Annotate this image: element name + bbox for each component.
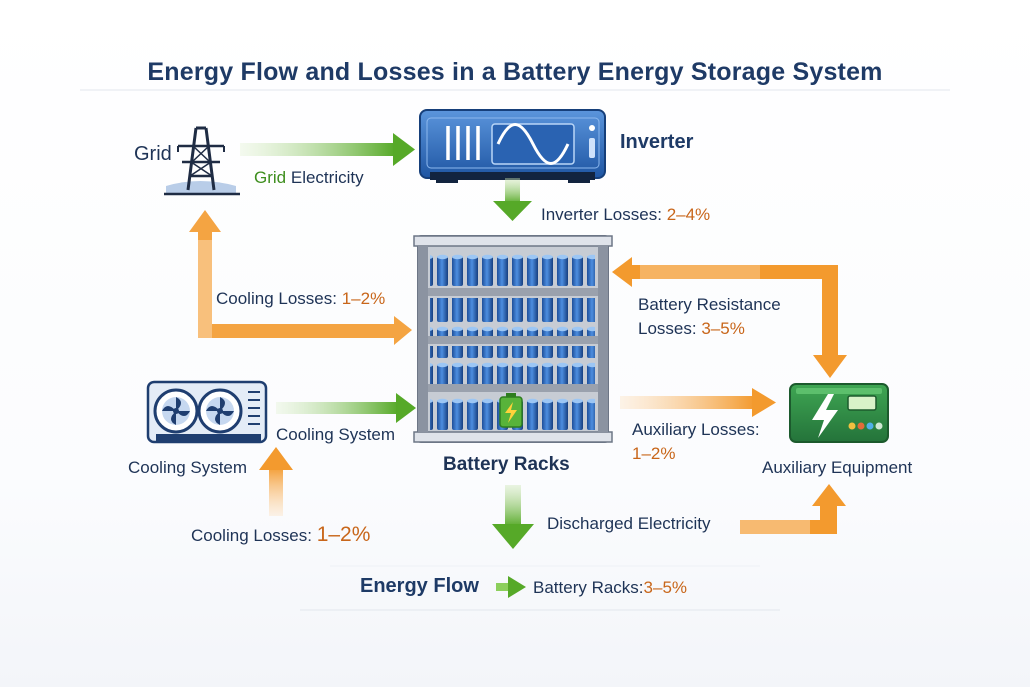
battery-cell-icon xyxy=(499,393,523,428)
inverter-icon xyxy=(419,109,606,183)
arrow-battery-discharge xyxy=(492,485,534,549)
cooling-unit-icon xyxy=(146,380,268,444)
transmission-tower-icon xyxy=(164,126,240,196)
page-title: Energy Flow and Losses in a Battery Ener… xyxy=(147,58,883,86)
arrow-aux-to-battery-resistance xyxy=(612,257,847,378)
auxiliary-equipment-icon xyxy=(789,383,889,443)
cooling-losses-lower-label: Cooling Losses: 1–2% xyxy=(191,523,371,546)
arrow-inverter-to-battery xyxy=(493,178,532,221)
grid-label: Grid xyxy=(134,143,172,165)
lightning-icon xyxy=(812,394,838,438)
legend-battery-racks-label: Battery Racks:3–5% xyxy=(533,578,688,597)
inverter-label: Inverter xyxy=(620,131,694,153)
arrow-battery-to-grid-cooling xyxy=(189,210,412,345)
discharged-electricity-label: Discharged Electricity xyxy=(547,514,711,533)
arrow-grid-to-inverter xyxy=(240,133,415,166)
cooling-system-flow-label: Cooling System xyxy=(276,425,396,444)
auxiliary-losses-label: Auxiliary Losses:1–2% xyxy=(632,420,760,463)
auxiliary-equipment-label: Auxiliary Equipment xyxy=(762,458,913,477)
battery-rack-icon xyxy=(413,235,613,443)
legend-energy-flow-label: Energy Flow xyxy=(360,575,479,597)
arrow-cooling-to-battery xyxy=(276,393,416,423)
battery-racks-label: Battery Racks xyxy=(443,454,570,475)
sine-wave-icon xyxy=(496,123,570,165)
fan-icon xyxy=(197,388,243,434)
arrow-discharge-to-auxiliary xyxy=(740,484,846,534)
arrow-battery-to-auxiliary xyxy=(620,388,776,417)
legend-arrow-icon xyxy=(496,576,526,598)
cooling-system-node-label: Cooling System xyxy=(128,458,248,477)
arrow-cooling-losses-lower xyxy=(259,447,293,516)
grid-electricity-label: Grid Electricity xyxy=(254,168,364,187)
cooling-losses-upper-label: Cooling Losses: 1–2% xyxy=(216,289,386,308)
inverter-losses-label: Inverter Losses: 2–4% xyxy=(541,205,711,224)
fan-icon xyxy=(153,388,199,434)
